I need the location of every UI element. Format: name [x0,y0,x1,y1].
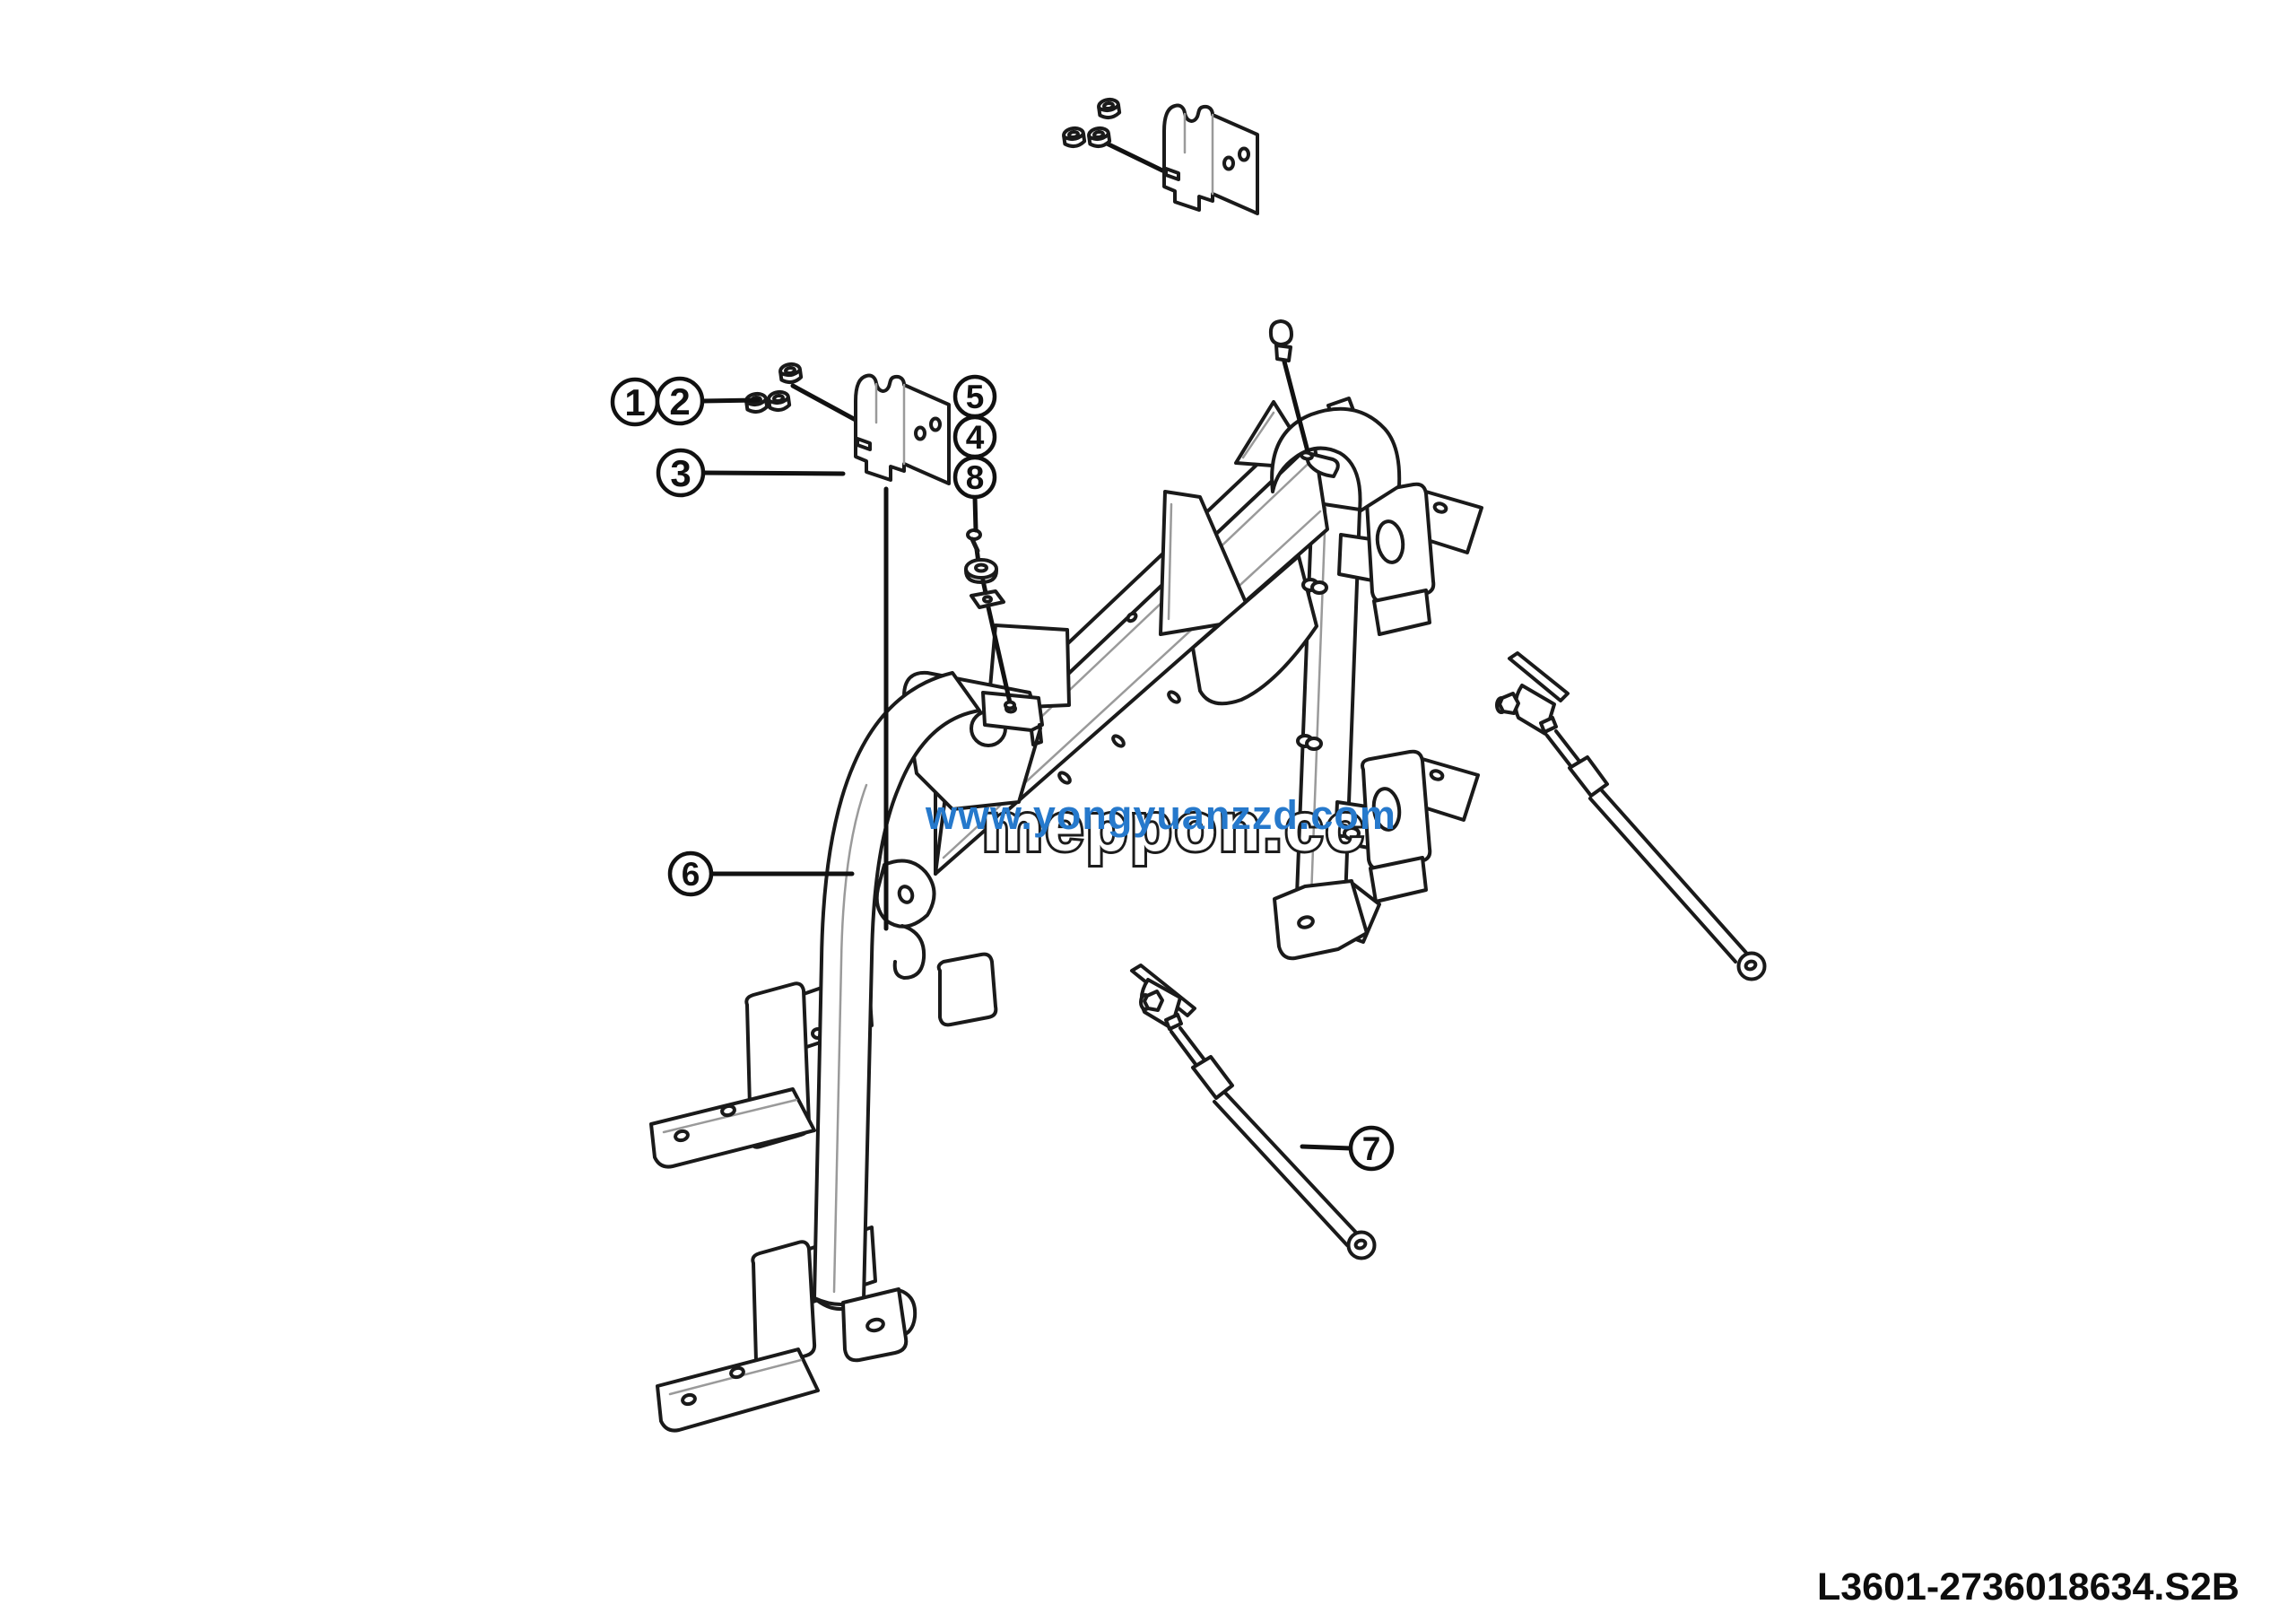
callout-7-leader [1300,1144,1353,1151]
callout-2-balloon [655,376,705,426]
linkage-rods [1130,651,1767,1260]
part-number: L3601-2736018634.S2B [1817,1565,2239,1609]
callout-5: 5 [952,374,997,419]
top-mount-bolt-axis [1282,359,1311,458]
callout-4-number: 4 [966,419,985,456]
callout-1-number: 1 [624,381,645,423]
right-linkage-rod [1495,651,1767,981]
callout-8-balloon [952,455,997,500]
callout-2-number: 2 [669,380,690,423]
flange-nut [1061,125,1087,150]
center-linkage-rod [1130,964,1377,1260]
flange-nut [766,388,792,414]
callout-5-number: 5 [966,379,985,415]
callout-2-leader [700,397,761,404]
frame-weldment [649,397,1483,1433]
upper-arm-foot [649,970,874,1169]
callout-2: 2 [655,376,761,426]
callout-3-leader [700,470,846,476]
top-anchor-bracket [1061,96,1259,215]
under-beam-flap [1191,554,1318,706]
front-curved-tube [813,671,981,1363]
top-bolt-axis-line [1099,138,1165,173]
loose-hardware [744,96,1314,931]
callout-8-leader [972,494,978,533]
callout-7-balloon [1348,1125,1395,1172]
flange-nut [1096,96,1122,121]
callout-7: 7 [1300,1125,1395,1172]
flange-nut [1086,125,1112,150]
post-details [1273,578,1381,961]
callout-7-number: 7 [1362,1130,1381,1167]
flange-nut [778,361,804,386]
callout-3-balloon [656,448,706,498]
callout-6-number: 6 [682,856,700,893]
watermark: meppon.cc www.yongyuanzzd.com [925,787,1396,868]
callout-8-number: 8 [966,459,985,496]
callout-6-balloon [667,850,714,897]
flange-nut [744,390,770,415]
callout-4: 4 [952,414,997,459]
callout-6: 6 [667,850,855,897]
callout-3: 3 [656,448,846,498]
cushion-hardware-chain [964,528,1016,711]
top-mount-bolt [1268,319,1314,461]
watermark-url-text: www.yongyuanzzd.com [925,792,1396,838]
left-anchor-bracket [744,361,951,931]
hook-flap [892,924,926,980]
callout-1: 1 [610,377,660,427]
watermark-brand-text: meppon.cc [982,789,1366,866]
callout-3-number: 3 [670,452,691,494]
post-foot [1273,879,1369,961]
callout-8: 8 [952,455,997,533]
